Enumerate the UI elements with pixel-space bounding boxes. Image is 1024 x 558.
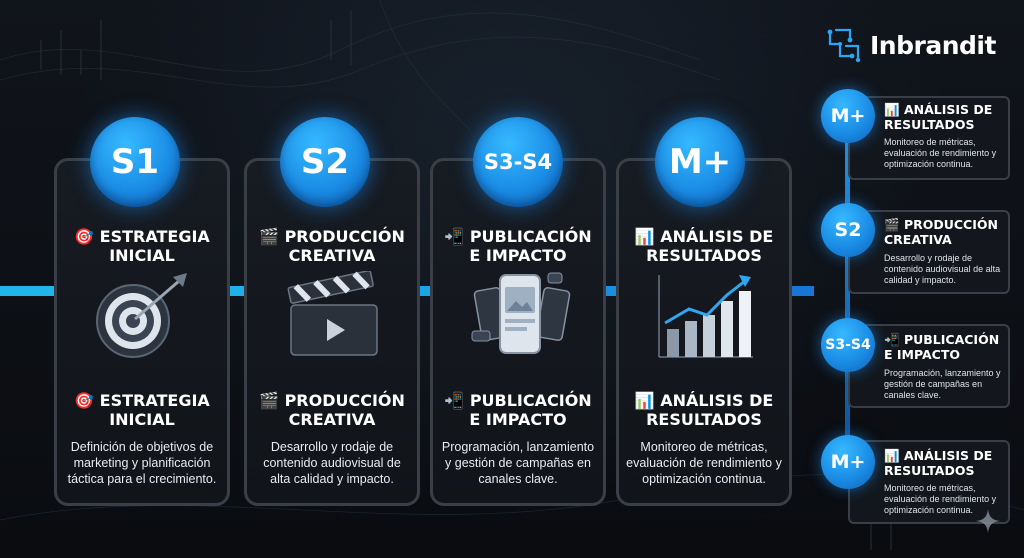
- card-label: 🎬 PRODUCCIÓN CREATIVA: [247, 391, 417, 429]
- sidebar-card-title: 📊 ANÁLISIS DE RESULTADOS: [884, 448, 1014, 478]
- sparkle-icon: [976, 509, 1000, 533]
- sidebar-card-title: 🎬 PRODUCCIÓN CREATIVA: [884, 217, 1014, 247]
- sidebar-card-description: Monitoreo de métricas, evaluación de ren…: [884, 483, 997, 515]
- phone-emoji-icon: 📲: [444, 391, 465, 410]
- sidebar-card-description: Desarrollo y rodaje de contenido audiovi…: [884, 253, 1001, 285]
- badge-label: S1: [110, 142, 160, 182]
- social-phones-icon: [471, 272, 571, 354]
- badge-label: S2: [300, 142, 350, 182]
- sidebar-badge-s3-s4: S3-S4: [821, 318, 875, 372]
- card-description: Monitoreo de métricas, evaluación de ren…: [626, 440, 782, 486]
- sidebar-badge-s2: S2: [821, 203, 875, 257]
- card-label: 📲 PUBLICACIÓN E IMPACTO: [433, 391, 603, 429]
- inbrandit-logo-icon: [827, 28, 861, 63]
- sidebar-title-line1: ANÁLISIS DE: [903, 448, 993, 463]
- card-label: 📊 ANÁLISIS DE RESULTADOS: [619, 391, 789, 429]
- timeline-connector: [778, 286, 814, 296]
- card-label-line2: CREATIVA: [288, 410, 376, 429]
- bar-chart-emoji-icon: 📊: [884, 102, 900, 117]
- step-badge-m-plus: M+: [655, 117, 745, 207]
- card-heading: 📊 ANÁLISIS DE RESULTADOS: [619, 227, 789, 265]
- badge-label: M+: [830, 105, 866, 127]
- card-heading-line2: CREATIVA: [288, 246, 376, 265]
- card-heading: 🎯 ESTRATEGIA INICIAL: [57, 227, 227, 265]
- brand-name: Inbrandit: [870, 30, 996, 60]
- card-description: Definición de objetivos de marketing y p…: [67, 440, 217, 486]
- card-label-line2: RESULTADOS: [646, 410, 762, 429]
- card-heading-line2: RESULTADOS: [646, 246, 762, 265]
- timeline-connector: [220, 286, 252, 296]
- phone-emoji-icon: 📲: [884, 332, 900, 347]
- sidebar-card-description: Programación, lanzamiento y gestión de c…: [884, 368, 1001, 400]
- sidebar-card-analysis-2[interactable]: [848, 440, 1010, 524]
- target-dart-icon: [96, 273, 187, 358]
- sidebar-title-line2: RESULTADOS: [884, 463, 975, 478]
- bar-chart-emoji-icon: 📊: [634, 227, 655, 246]
- card-heading-line2: E IMPACTO: [469, 246, 567, 265]
- card-label-line2: E IMPACTO: [469, 410, 567, 429]
- brand-logo[interactable]: Inbrandit: [826, 26, 996, 64]
- growth-chart-icon: [658, 275, 753, 358]
- badge-label: S2: [834, 219, 862, 241]
- card-heading-line1: PRODUCCIÓN: [284, 227, 405, 246]
- card-heading-line1: ESTRATEGIA: [99, 227, 210, 246]
- target-emoji-icon: 🎯: [74, 391, 95, 410]
- timeline-connector: [592, 286, 624, 296]
- step-badge-s3-s4: S3-S4: [473, 117, 563, 207]
- card-label-line2: INICIAL: [109, 410, 175, 429]
- sidebar-badge-m-plus: M+: [821, 435, 875, 489]
- badge-label: S3-S4: [825, 337, 871, 353]
- badge-label: M+: [668, 142, 732, 182]
- phone-emoji-icon: 📲: [444, 227, 465, 246]
- badge-label: M+: [830, 451, 866, 473]
- bar-chart-emoji-icon: 📊: [884, 448, 900, 463]
- step-card-publication[interactable]: 📲 PUBLICACIÓN E IMPACTO 📲 PUBLICACIÓN E …: [430, 158, 606, 506]
- card-heading-line1: ANÁLISIS DE: [660, 227, 774, 246]
- card-heading-line2: INICIAL: [109, 246, 175, 265]
- step-badge-s1: S1: [90, 117, 180, 207]
- sidebar-title-line1: PUBLICACIÓN: [903, 332, 1000, 347]
- sidebar-title-line1: ANÁLISIS DE: [903, 102, 993, 117]
- target-emoji-icon: 🎯: [74, 227, 95, 246]
- card-label-line1: ESTRATEGIA: [99, 391, 210, 410]
- sidebar-timeline-line: [845, 140, 850, 470]
- sidebar-title-line2: E IMPACTO: [884, 347, 960, 362]
- clapper-emoji-icon: 🎬: [259, 391, 279, 410]
- step-card-analysis[interactable]: 📊 ANÁLISIS DE RESULTADOS 📊 ANÁLISIS DE R…: [616, 158, 792, 506]
- step-card-strategy[interactable]: 🎯 ESTRATEGIA INICIAL 🎯 ESTRATEGIA INICIA…: [54, 158, 230, 506]
- card-description: Programación, lanzamiento y gestión de c…: [441, 440, 595, 486]
- clapper-emoji-icon: 🎬: [884, 217, 900, 232]
- sidebar-card-publication[interactable]: [848, 324, 1010, 408]
- sidebar-title-line2: RESULTADOS: [884, 117, 975, 132]
- card-label-line1: PUBLICACIÓN: [469, 391, 592, 410]
- step-badge-s2: S2: [280, 117, 370, 207]
- clapper-emoji-icon: 🎬: [259, 227, 279, 246]
- sidebar-title-line2: CREATIVA: [884, 232, 952, 247]
- sidebar-card-description: Monitoreo de métricas, evaluación de ren…: [884, 137, 997, 169]
- card-heading: 📲 PUBLICACIÓN E IMPACTO: [433, 227, 603, 265]
- sidebar-badge-m-plus: M+: [821, 89, 875, 143]
- card-label-line1: PRODUCCIÓN: [284, 391, 405, 410]
- card-label: 🎯 ESTRATEGIA INICIAL: [57, 391, 227, 429]
- badge-label: S3-S4: [483, 150, 553, 174]
- step-card-production[interactable]: 🎬 PRODUCCIÓN CREATIVA 🎬 PRODUCCIÓN CREAT…: [244, 158, 420, 506]
- timeline-connector: [406, 286, 438, 296]
- card-heading: 🎬 PRODUCCIÓN CREATIVA: [247, 227, 417, 265]
- card-description: Desarrollo y rodaje de contenido audiovi…: [263, 440, 401, 486]
- clapperboard-icon: [287, 271, 378, 356]
- bar-chart-emoji-icon: 📊: [634, 391, 655, 410]
- card-heading-line1: PUBLICACIÓN: [469, 227, 592, 246]
- sidebar-card-title: 📲 PUBLICACIÓN E IMPACTO: [884, 332, 1014, 362]
- sidebar-title-line1: PRODUCCIÓN: [903, 217, 998, 232]
- sidebar-card-title: 📊 ANÁLISIS DE RESULTADOS: [884, 102, 1014, 132]
- timeline-connector: [0, 286, 56, 296]
- card-label-line1: ANÁLISIS DE: [660, 391, 774, 410]
